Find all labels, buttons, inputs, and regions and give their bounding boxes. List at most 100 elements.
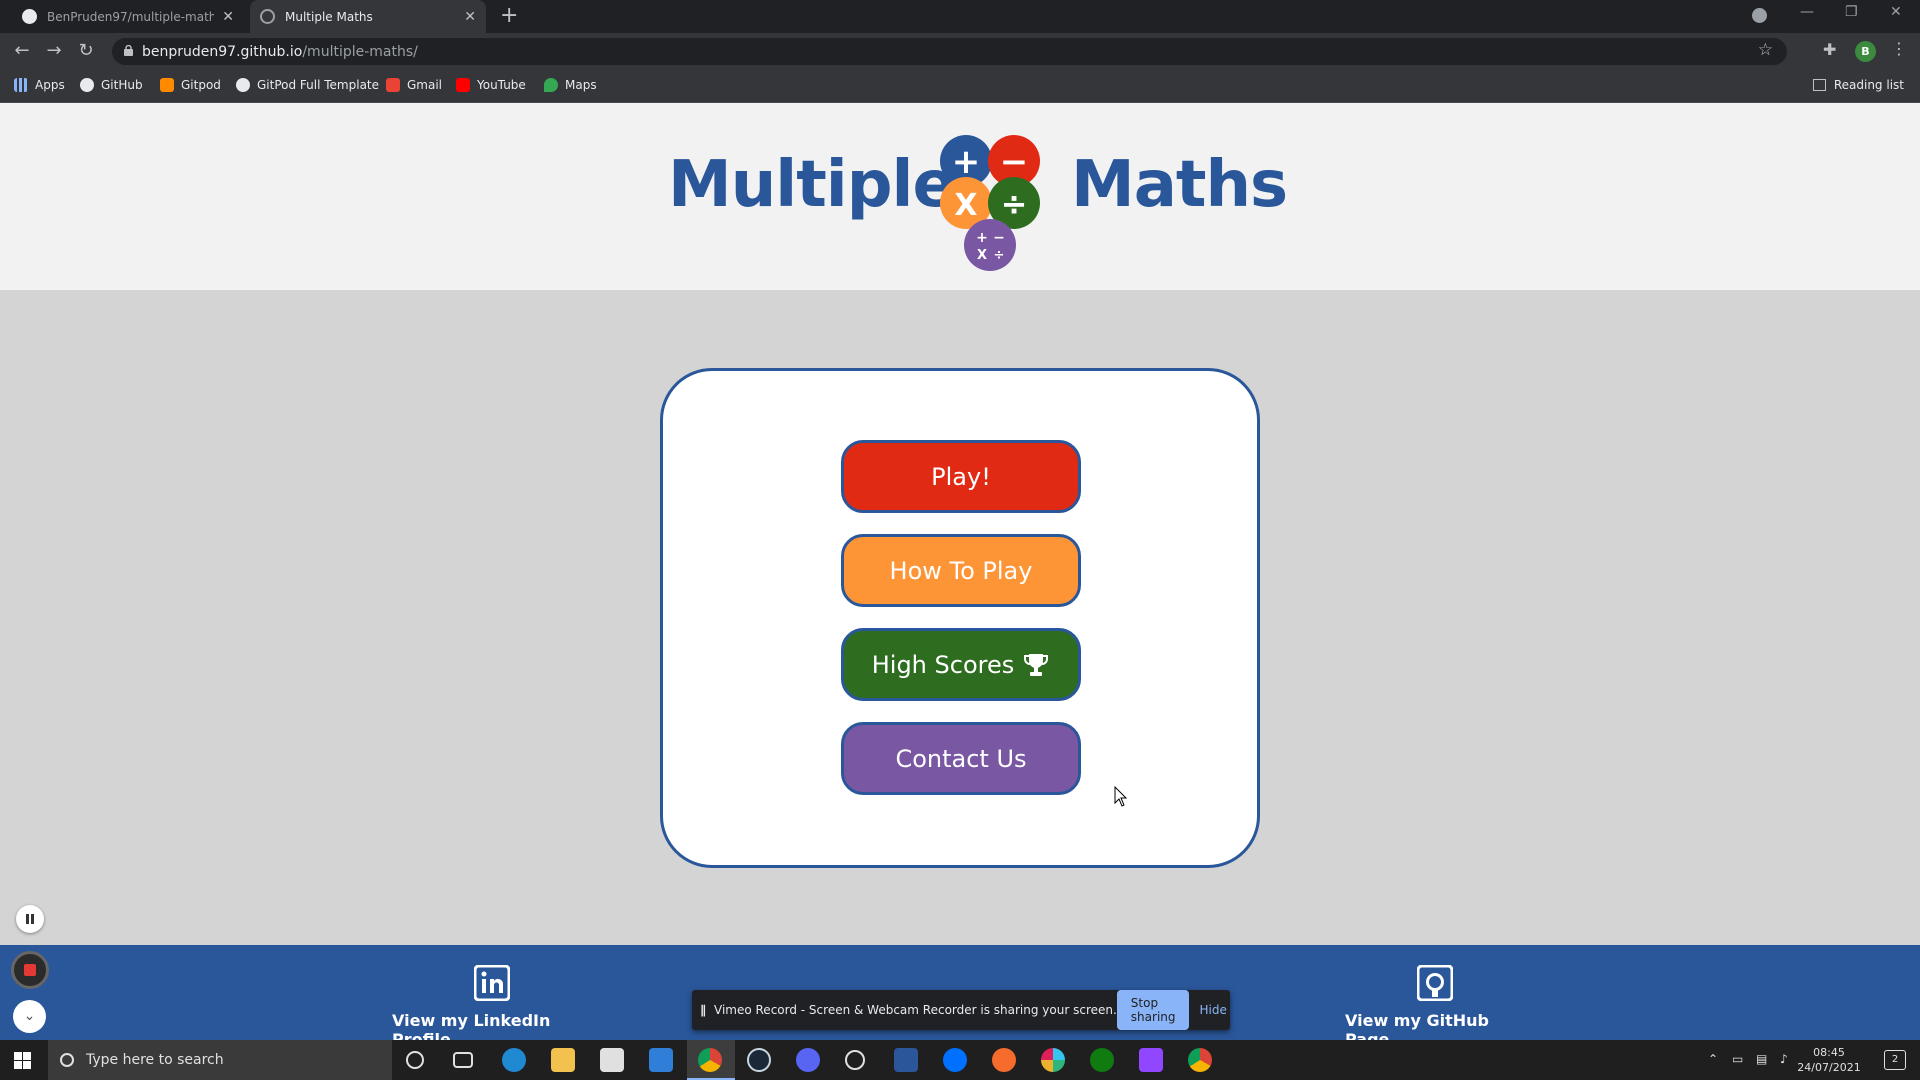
- browser-toolbar: ← → ↻ benpruden97.github.io/multiple-mat…: [0, 33, 1920, 70]
- trophy-icon: [1024, 653, 1049, 676]
- github-icon: [22, 9, 37, 24]
- chrome-profile-icon[interactable]: [1188, 1048, 1212, 1072]
- bookmark-label: Gmail: [407, 78, 443, 92]
- chevron-up-icon[interactable]: ⌃: [1708, 1052, 1719, 1066]
- close-window-icon[interactable]: ✕: [1890, 4, 1902, 20]
- mouse-cursor-icon: [1114, 786, 1128, 807]
- contact-us-label: Contact Us: [895, 744, 1027, 773]
- high-scores-button[interactable]: High Scores: [841, 628, 1081, 701]
- play-button[interactable]: Play!: [841, 440, 1081, 513]
- bookmark-apps[interactable]: Apps: [14, 78, 65, 92]
- recorder-collapse-button[interactable]: ⌄: [13, 1000, 46, 1033]
- clock-time: 08:45: [1813, 1046, 1845, 1059]
- stop-sharing-button[interactable]: Stop sharing: [1116, 990, 1190, 1030]
- volume-icon[interactable]: ♪: [1780, 1052, 1788, 1066]
- store-icon[interactable]: [600, 1048, 624, 1072]
- high-scores-label: High Scores: [871, 650, 1015, 679]
- bookmark-label: GitHub: [101, 78, 143, 92]
- bookmark-label: YouTube: [477, 78, 526, 92]
- bookmark-gmail[interactable]: Gmail: [386, 78, 442, 92]
- discord-icon[interactable]: [796, 1048, 820, 1072]
- profile-avatar[interactable]: B: [1855, 41, 1876, 62]
- bookmark-maps[interactable]: Maps: [544, 78, 597, 92]
- site-header: Multiple + − X ÷ + − X ÷ Maths: [0, 103, 1920, 290]
- recorder-stop-button[interactable]: [11, 951, 49, 989]
- bookmark-gitpod-template[interactable]: GitPod Full Template: [236, 78, 379, 92]
- restore-icon[interactable]: ❐: [1845, 4, 1858, 20]
- notification-center-icon[interactable]: 2: [1884, 1050, 1906, 1070]
- taskbar-search-input[interactable]: Type here to search: [48, 1040, 392, 1080]
- page-viewport: Multiple + − X ÷ + − X ÷ Maths Play! How…: [0, 103, 1920, 1049]
- tab-title: Multiple Maths: [285, 9, 373, 24]
- pause-icon: ∥: [700, 1003, 706, 1017]
- gmail-icon: [386, 78, 400, 92]
- brand-title-right: Maths: [1071, 148, 1288, 222]
- address-bar[interactable]: benpruden97.github.io/multiple-maths/ ☆: [112, 38, 1787, 65]
- play-label: Play!: [931, 462, 991, 491]
- taskbar-clock[interactable]: 08:45 24/07/2021: [1794, 1045, 1864, 1075]
- gitpod-icon: [160, 78, 174, 92]
- bookmarks-bar: Apps GitHub Gitpod GitPod Full Template …: [0, 70, 1920, 103]
- task-view-icon[interactable]: [453, 1052, 473, 1068]
- close-icon[interactable]: ✕: [222, 8, 234, 25]
- linkedin-link[interactable]: View my LinkedIn Profile: [392, 965, 592, 1049]
- back-button[interactable]: ←: [14, 40, 30, 61]
- mini-times-symbol: X: [977, 248, 987, 263]
- bookmark-youtube[interactable]: YouTube: [456, 78, 526, 92]
- bookmark-label: GitPod Full Template: [257, 78, 380, 92]
- share-message: Vimeo Record - Screen & Webcam Recorder …: [714, 1003, 1117, 1017]
- maps-icon: [544, 78, 558, 92]
- recorder-pause-button[interactable]: [16, 905, 44, 933]
- reload-button[interactable]: ↻: [78, 40, 94, 61]
- tab-multiple-maths[interactable]: Multiple Maths ✕: [250, 0, 486, 33]
- bookmark-label: Gitpod: [181, 78, 221, 92]
- how-to-play-label: How To Play: [889, 556, 1033, 585]
- chrome-icon[interactable]: [698, 1048, 722, 1072]
- xbox-icon[interactable]: [1090, 1048, 1114, 1072]
- github-link[interactable]: View my GitHub Page: [1345, 965, 1525, 1049]
- file-explorer-icon[interactable]: [551, 1048, 575, 1072]
- reading-list-label: Reading list: [1833, 78, 1904, 92]
- search-placeholder: Type here to search: [86, 1052, 224, 1068]
- bookmark-gitpod[interactable]: Gitpod: [160, 78, 221, 92]
- origin-icon[interactable]: [992, 1048, 1016, 1072]
- globe-icon: [260, 9, 275, 24]
- kebab-menu-icon[interactable]: ⋮: [1891, 39, 1907, 58]
- uplay-icon[interactable]: [943, 1048, 967, 1072]
- bookmark-github[interactable]: GitHub: [80, 78, 143, 92]
- bookmark-star-icon[interactable]: ☆: [1757, 40, 1773, 60]
- twitch-icon[interactable]: [1139, 1048, 1163, 1072]
- network-icon[interactable]: ▤: [1756, 1052, 1768, 1066]
- github-icon: [1417, 965, 1453, 1001]
- mini-minus-symbol: −: [993, 230, 1005, 246]
- contact-us-button[interactable]: Contact Us: [841, 722, 1081, 795]
- meet-now-icon[interactable]: ▭: [1732, 1052, 1744, 1066]
- cortana-icon[interactable]: [406, 1051, 424, 1069]
- steam-icon[interactable]: [747, 1048, 771, 1072]
- url-text: benpruden97.github.io/multiple-maths/: [142, 44, 418, 60]
- hide-button[interactable]: Hide: [1199, 1003, 1227, 1017]
- edge-icon[interactable]: [502, 1048, 526, 1072]
- url-host: benpruden97.github.io: [142, 44, 303, 60]
- how-to-play-button[interactable]: How To Play: [841, 534, 1081, 607]
- word-icon[interactable]: [894, 1048, 918, 1072]
- media-control-icon[interactable]: [1752, 8, 1767, 23]
- tab-github-repo[interactable]: BenPruden97/multiple-maths: M ✕: [12, 0, 244, 33]
- divide-symbol: ÷: [1001, 185, 1028, 223]
- brand-title-left: Multiple: [668, 148, 956, 222]
- extensions-icon[interactable]: ✚: [1823, 40, 1837, 59]
- minus-symbol: −: [1000, 142, 1029, 182]
- forward-button[interactable]: →: [46, 40, 62, 61]
- clock-date: 24/07/2021: [1797, 1061, 1861, 1074]
- slack-icon[interactable]: [1041, 1048, 1065, 1072]
- reading-list-icon: [1812, 79, 1826, 91]
- screen-share-notification: ∥ Vimeo Record - Screen & Webcam Recorde…: [692, 990, 1230, 1030]
- reading-list-button[interactable]: Reading list: [1812, 78, 1904, 92]
- close-icon[interactable]: ✕: [464, 8, 476, 25]
- mail-icon[interactable]: [649, 1048, 673, 1072]
- minimize-icon[interactable]: —: [1800, 4, 1814, 20]
- windows-start-icon[interactable]: [14, 1052, 31, 1069]
- new-tab-button[interactable]: +: [500, 3, 519, 28]
- browser-tab-strip: BenPruden97/multiple-maths: M ✕ Multiple…: [0, 0, 1920, 33]
- gog-galaxy-icon[interactable]: [845, 1050, 865, 1070]
